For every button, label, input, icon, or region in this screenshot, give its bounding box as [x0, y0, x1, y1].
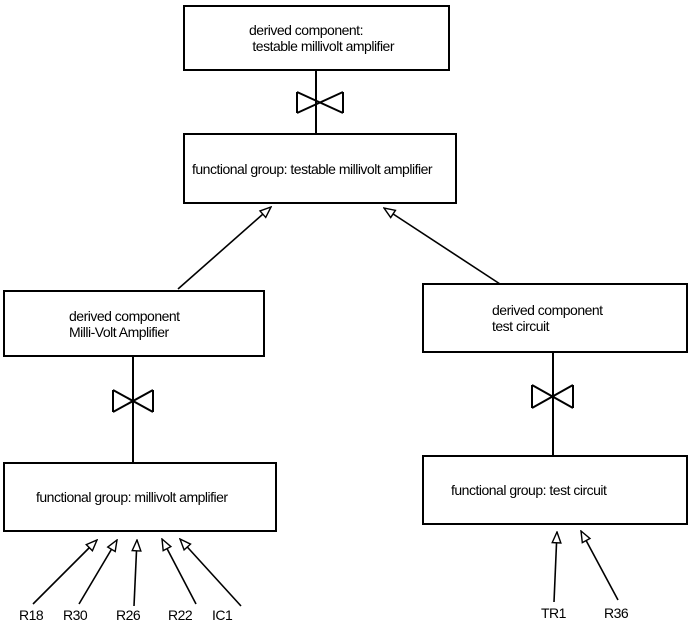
leaf-label-r18: R18 [19, 607, 44, 623]
node-text-line: functional group: testable millivolt amp… [192, 160, 433, 177]
arrow-r26-to-fg-mv [134, 540, 137, 607]
node-text-line: functional group: test circuit [451, 482, 607, 498]
leaf-label-r22: R22 [168, 607, 193, 623]
arrow-r30-to-fg-mv [78, 540, 117, 605]
arrow-r36-to-fg-test [581, 531, 619, 601]
leaf-label-r36: R36 [604, 605, 629, 621]
node-text-line: functional group: millivolt amplifier [36, 489, 228, 505]
leaf-label-r26: R26 [116, 607, 141, 623]
node-fg-test-circuit: functional group: test circuit [422, 455, 688, 525]
node-text-line: derived component [69, 307, 180, 324]
node-text-line: testable millivolt amplifier [249, 38, 394, 54]
node-derived-millivolt-amplifier: derived component Milli-Volt Amplifier [3, 290, 265, 357]
node-derived-testable-amplifier: derived component: testable millivolt am… [183, 5, 450, 71]
leaf-label-ic1: IC1 [212, 607, 233, 623]
node-text-line: derived component: [249, 22, 363, 38]
node-fg-millivolt-amplifier: functional group: millivolt amplifier [3, 462, 277, 532]
bowtie-icon-left [112, 389, 154, 413]
arrow-r18-to-fg-mv [32, 540, 97, 605]
bowtie-icon-top [296, 91, 344, 114]
arrow-ic1-to-fg-mv [180, 539, 242, 607]
node-text-line: Milli-Volt Amplifier [69, 323, 169, 340]
bowtie-icon-right [531, 384, 574, 409]
leaf-label-r30: R30 [63, 607, 88, 623]
node-derived-test-circuit: derived component test circuit [422, 283, 688, 353]
node-text-line: test circuit [492, 318, 550, 334]
arrow-derived-mv-to-fg-testable [177, 207, 271, 290]
leaf-label-tr1: TR1 [541, 605, 566, 621]
arrow-r22-to-fg-mv [162, 539, 197, 605]
node-text-line: derived component [492, 302, 603, 318]
arrow-derived-test-to-fg-testable [384, 208, 501, 285]
arrow-tr1-to-fg-test [554, 532, 557, 603]
node-fg-testable-amplifier: functional group: testable millivolt amp… [183, 133, 457, 204]
